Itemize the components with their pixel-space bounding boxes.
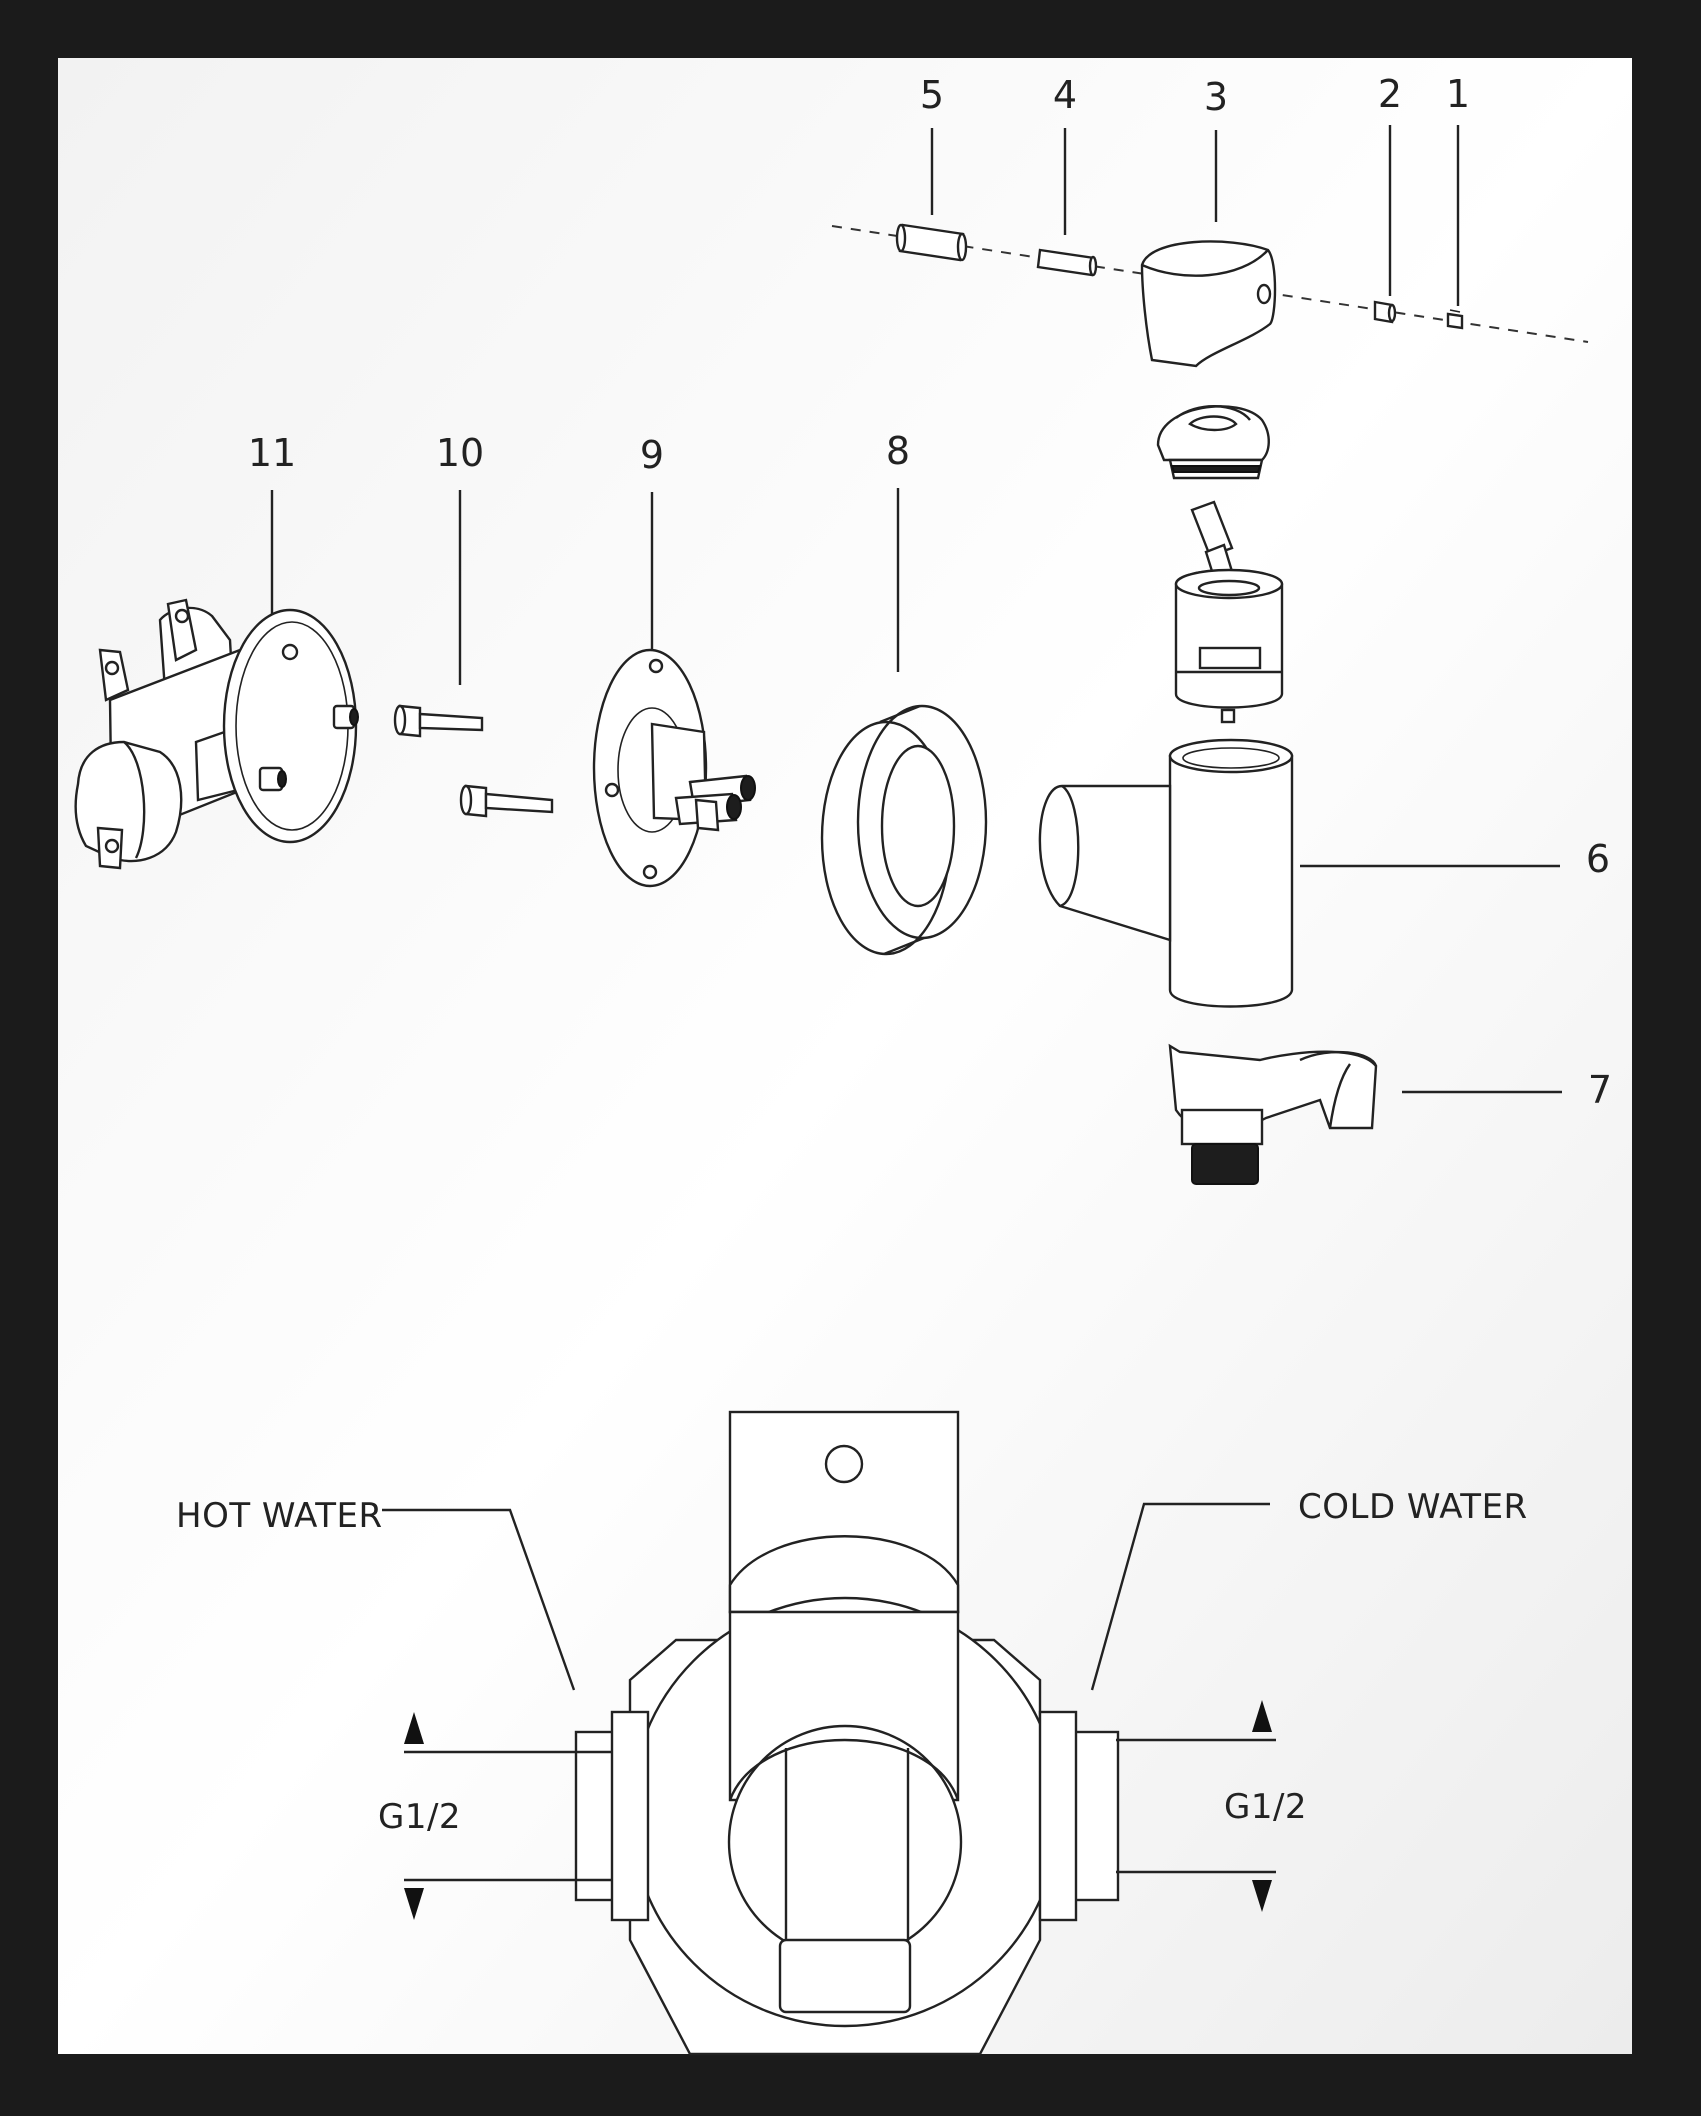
part-2-bush: [1373, 300, 1397, 324]
part-1-screw: [1446, 309, 1464, 330]
cold-water-label: COLD WATER: [1298, 1487, 1528, 1527]
part-6-tee-body: [1038, 738, 1294, 1008]
part-number-6: 6: [1586, 837, 1610, 881]
part-number-4: 4: [1053, 73, 1077, 117]
part-number-5: 5: [920, 73, 944, 117]
part-number-10: 10: [436, 431, 484, 475]
part-number-1: 1: [1446, 72, 1470, 116]
dim-arrow-right-bottom: [1252, 1880, 1272, 1912]
part-4-pin: [1036, 248, 1098, 277]
bottom-annotations: [382, 1502, 1276, 1920]
part-3-handle: [1140, 240, 1277, 368]
part-11-mixer-body: [74, 598, 359, 870]
part-number-7: 7: [1588, 1068, 1612, 1112]
part-8-ring: [820, 704, 988, 956]
part-number-3: 3: [1204, 75, 1228, 119]
part-number-9: 9: [640, 433, 664, 477]
part-10-screws: [393, 704, 554, 818]
part-9-cover-plate: [592, 648, 756, 888]
part-5-pin: [895, 223, 968, 262]
dim-arrow-right-top: [1252, 1700, 1272, 1732]
part-7-holder: [1168, 1043, 1378, 1185]
thread-size-left-label: G1/2: [378, 1797, 461, 1837]
front-view-mixer: [574, 1410, 1120, 2056]
cartridge-cover: [1156, 405, 1270, 480]
cartridge-body: [1174, 568, 1284, 724]
dim-arrow-left-bottom: [404, 1888, 424, 1920]
dim-arrow-left-top: [404, 1712, 424, 1744]
leader-lines: [270, 125, 1562, 1094]
part-number-8: 8: [886, 429, 910, 473]
hot-water-label: HOT WATER: [176, 1496, 383, 1536]
part-number-11: 11: [248, 431, 296, 475]
part-number-2: 2: [1378, 72, 1402, 116]
thread-size-right-label: G1/2: [1224, 1787, 1307, 1827]
